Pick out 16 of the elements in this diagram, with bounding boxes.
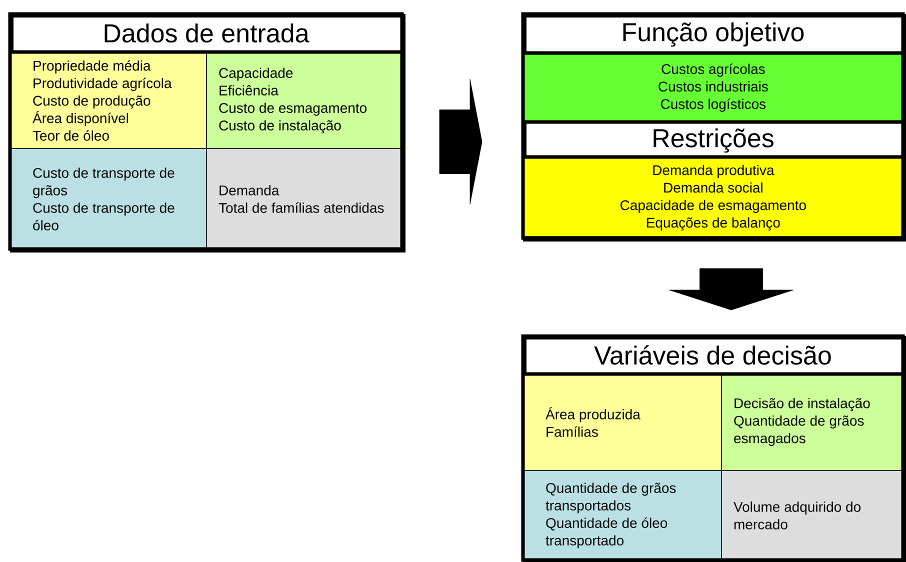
table-cell: Quantidade de grãos transportados Quantidade de óleo transportado — [523, 470, 722, 561]
table-cell: Volume adquirido do mercado — [721, 470, 904, 561]
list-band: Demanda produtiva Demanda social Capacidade de esmagamento Equações de balanço — [523, 157, 904, 238]
table-cell: Demanda Total de famílias atendidas — [206, 148, 403, 250]
table-cell: Custo de transporte de grãos Custo de transporte de óleo — [10, 148, 207, 250]
panel-heading: Variáveis de decisão — [594, 345, 831, 365]
block-arrow — [669, 268, 794, 310]
table-cell: Capacidade Eficiência Custo de esmagamento Custo de instalação — [206, 52, 403, 149]
section-heading: Restrições — [654, 128, 774, 153]
table-cell: Decisão de instalação Quantidade de grãos esmagados — [721, 373, 904, 471]
list-band: Custos agrícolas Custos industriais Custos logísticos — [523, 53, 904, 122]
panel-heading: Dados de entrada — [104, 23, 310, 43]
table-cell: Propriedade média Produtividade agrícola Custo de produção Área disponível Teor de óleo — [10, 52, 207, 149]
section-heading: Função objetivo — [623, 22, 804, 47]
block-arrow — [439, 79, 482, 204]
table-cell: Área produzida Famílias — [523, 373, 722, 471]
